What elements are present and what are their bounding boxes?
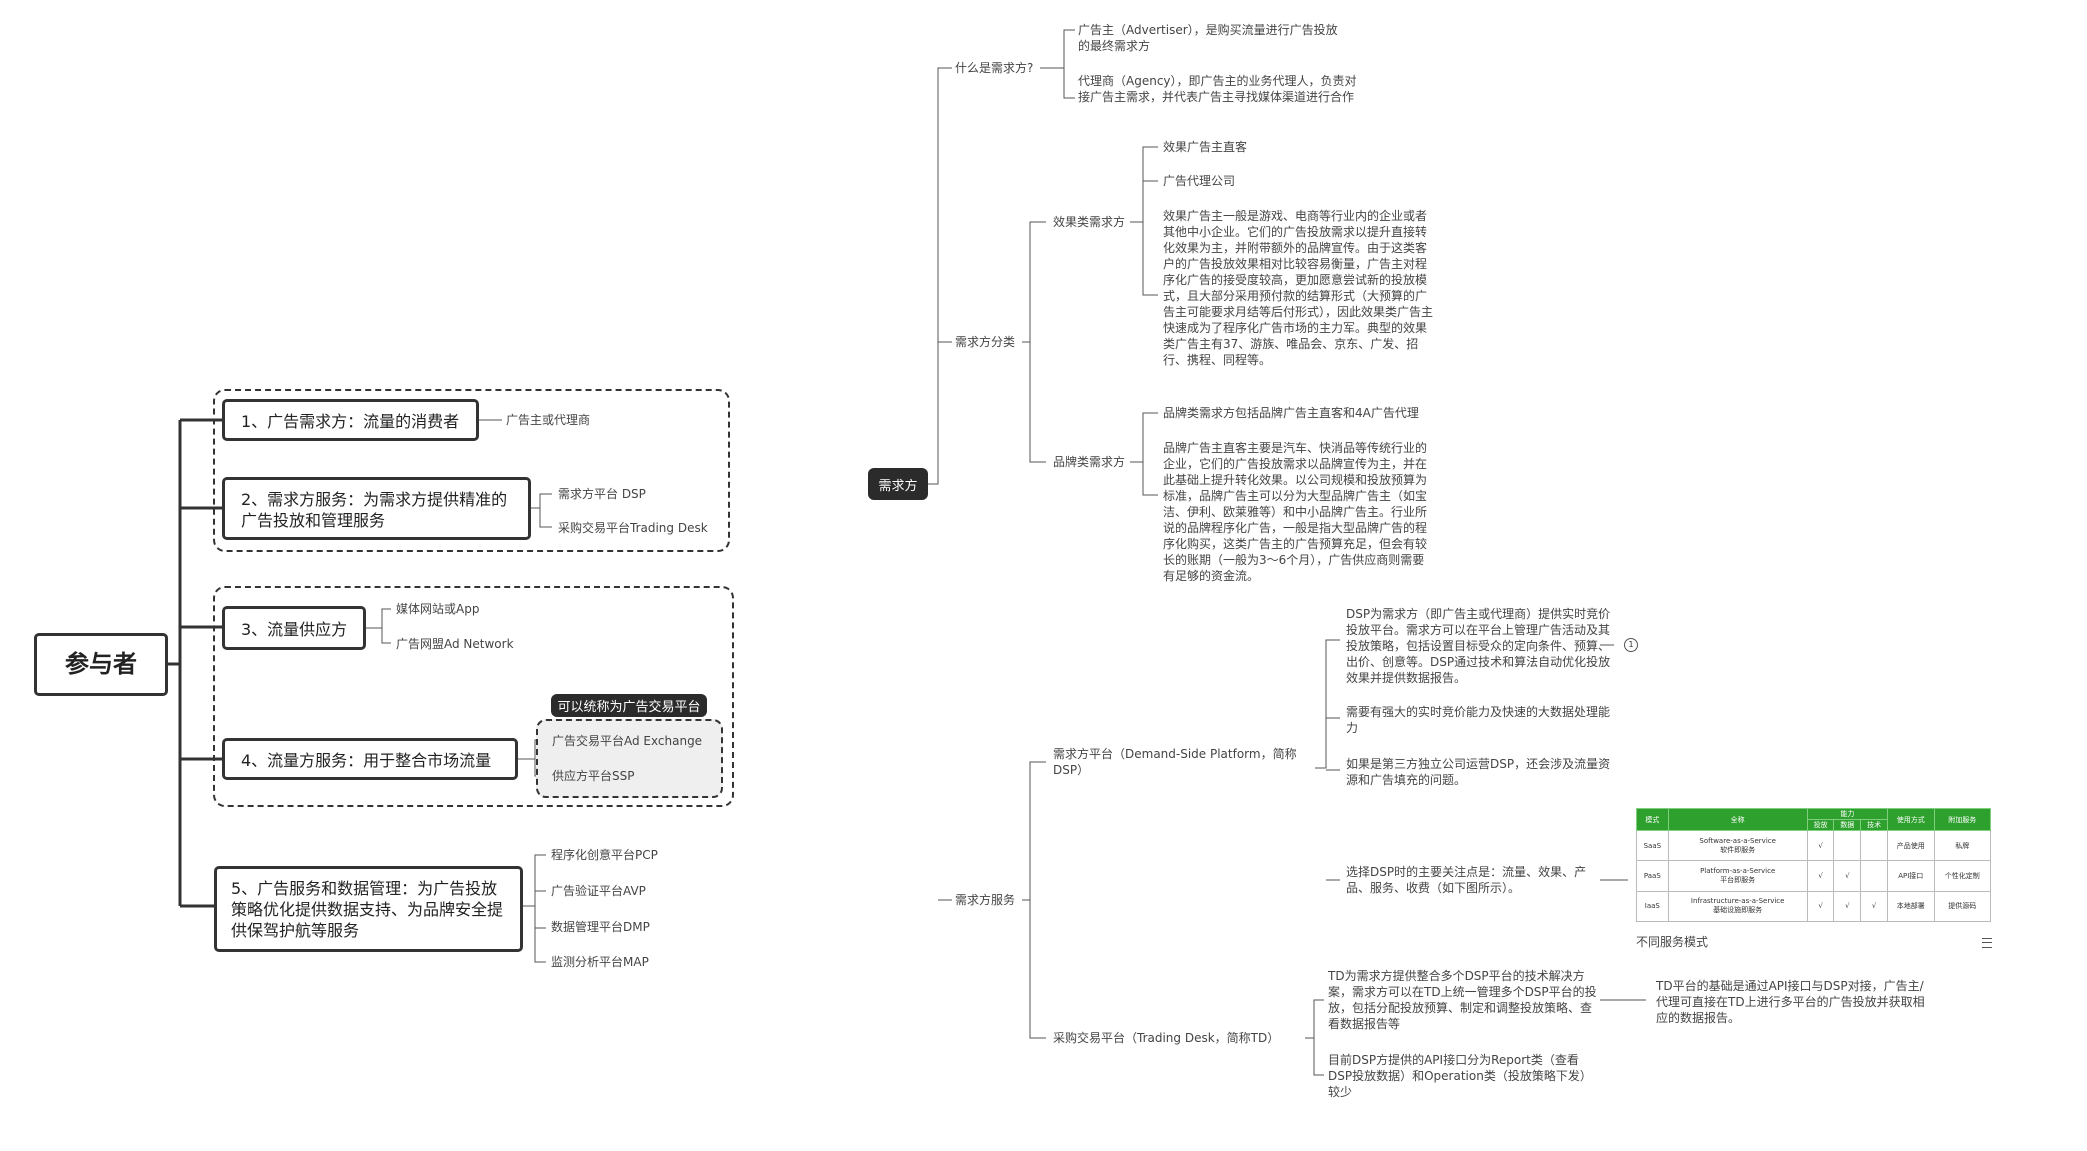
service-mode-table: 模式 全称 能力 使用方式 附加服务 投放 数据 技术 SaaS Softwar…: [1636, 808, 1992, 923]
cell-check: √: [1833, 890, 1862, 923]
group-supply: [213, 586, 734, 807]
node-demand-service[interactable]: 2、需求方服务：为需求方提供精准的广告投放和管理服务: [222, 477, 531, 540]
text-dsp-third-party: 如果是第三方独立公司运营DSP，还会涉及流量资源和广告填充的问题。: [1346, 757, 1611, 787]
text-brand-advertiser-detail: 品牌广告主直客主要是汽车、快消品等传统行业的企业，它们的广告投放需求以品牌宣传为…: [1163, 441, 1428, 583]
node-what-is-demand[interactable]: 什么是需求方?: [955, 61, 1034, 75]
leaf-map[interactable]: 监测分析平台MAP: [551, 955, 649, 969]
cell-full-cn: 基础设施即服务: [1713, 906, 1763, 915]
node-dsp-platform[interactable]: 需求方平台（Demand-Side Platform，简称DSP）: [1053, 747, 1297, 777]
cell-extra: 个性化定制: [1933, 860, 1992, 892]
leaf-ad-exchange[interactable]: 广告交易平台Ad Exchange: [552, 734, 703, 748]
cell-full-cn: 平台即服务: [1720, 875, 1756, 884]
node-demand-service-right[interactable]: 需求方服务: [955, 893, 1016, 907]
leaf-dmp[interactable]: 数据管理平台DMP: [551, 920, 650, 934]
leaf-effect-direct-client: 效果广告主直客: [1163, 140, 1248, 154]
leaf-advertiser-agency[interactable]: 广告主或代理商: [506, 413, 591, 427]
thin-connectors: [366, 29, 1646, 1076]
cell-check: √: [1833, 860, 1862, 892]
cell-check: √: [1806, 890, 1835, 923]
leaf-avp[interactable]: 广告验证平台AVP: [551, 884, 646, 898]
cell-check: [1860, 860, 1889, 892]
root-node-participants[interactable]: 参与者: [34, 633, 168, 696]
text-td-api: 目前DSP方提供的API接口分为Report类（查看DSP投放数据）和Opera…: [1328, 1053, 1592, 1099]
node-effect-demand[interactable]: 效果类需求方: [1053, 215, 1126, 229]
comment-count-badge[interactable]: 1: [1624, 638, 1638, 652]
text-td-basis: TD平台的基础是通过API接口与DSP对接，广告主/代理可直接在TD上进行多平台…: [1656, 979, 1925, 1025]
cell-extra: 提供源码: [1933, 890, 1992, 923]
cell-full-en: Software-as-a-Service: [1699, 836, 1776, 845]
leaf-brand-demand-includes: 品牌类需求方包括品牌广告主直客和4A广告代理: [1163, 406, 1419, 420]
text-effect-advertiser-detail: 效果广告主一般是游戏、电商等行业内的企业或者其他中小企业。它们的广告投放需求以提…: [1163, 209, 1434, 367]
callout-ad-exchange-platform: 可以统称为广告交易平台: [551, 694, 707, 717]
node-supply[interactable]: 3、流量供应方: [222, 606, 366, 650]
cell-check: √: [1806, 860, 1835, 892]
leaf-ad-network[interactable]: 广告网盟Ad Network: [396, 637, 514, 651]
leaf-ssp[interactable]: 供应方平台SSP: [552, 769, 635, 783]
cell-usage: 本地部署: [1887, 890, 1935, 923]
cell-usage: 产品使用: [1887, 829, 1935, 862]
image-caption-service-modes: 不同服务模式: [1636, 935, 1709, 949]
menu-icon[interactable]: [1982, 938, 1992, 948]
leaf-trading-desk[interactable]: 采购交易平台Trading Desk: [558, 521, 708, 535]
text-dsp-selection: 选择DSP时的主要关注点是：流量、效果、产品、服务、收费（如下图所示）。: [1346, 865, 1587, 895]
cell-check: √: [1806, 829, 1835, 862]
node-trading-desk[interactable]: 采购交易平台（Trading Desk，简称TD）: [1053, 1031, 1280, 1045]
root-node-demand-side[interactable]: 需求方: [868, 468, 928, 500]
th-fullname: 全称: [1667, 808, 1808, 831]
text-advertiser-definition: 广告主（Advertiser），是购买流量进行广告投放的最终需求方: [1078, 23, 1338, 53]
cell-mode: IaaS: [1636, 890, 1669, 923]
th-delivery: 投放: [1806, 819, 1835, 831]
cell-check: [1860, 829, 1889, 862]
node-supply-service[interactable]: 4、流量方服务：用于整合市场流量: [222, 738, 518, 780]
cell-full-cn: 软件即服务: [1720, 845, 1756, 854]
left-bold-connectors: [168, 418, 222, 908]
th-capability: 能力: [1806, 808, 1889, 820]
text-dsp-capability: 需要有强大的实时竞价能力及快速的大数据处理能力: [1346, 705, 1611, 735]
text-agency-definition: 代理商（Agency），即广告主的业务代理人，负责对接广告主需求，并代表广告主寻…: [1078, 74, 1357, 104]
leaf-media-app[interactable]: 媒体网站或App: [396, 602, 480, 616]
group-demand: [213, 389, 730, 552]
node-data-management[interactable]: 5、广告服务和数据管理：为广告投放策略优化提供数据支持、为品牌安全提供保驾护航等…: [214, 866, 523, 952]
cell-usage: API接口: [1887, 860, 1935, 892]
leaf-dsp[interactable]: 需求方平台 DSP: [558, 487, 646, 501]
leaf-pcp[interactable]: 程序化创意平台PCP: [551, 848, 658, 862]
cell-extra: 私牌: [1933, 829, 1992, 862]
th-data: 数据: [1833, 819, 1862, 831]
node-ad-demand[interactable]: 1、广告需求方：流量的消费者: [222, 399, 479, 441]
th-extra: 附加服务: [1933, 808, 1992, 831]
cell-mode: PaaS: [1636, 860, 1669, 892]
cell-full-en: Platform-as-a-Service: [1700, 866, 1776, 875]
node-brand-demand[interactable]: 品牌类需求方: [1053, 455, 1126, 469]
node-demand-classification[interactable]: 需求方分类: [955, 335, 1016, 349]
th-tech: 技术: [1860, 819, 1889, 831]
th-mode: 模式: [1636, 808, 1669, 831]
text-td-description: TD为需求方提供整合多个DSP平台的技术解决方案，需求方可以在TD上统一管理多个…: [1328, 969, 1597, 1031]
leaf-ad-agency-company: 广告代理公司: [1163, 174, 1236, 188]
cell-mode: SaaS: [1636, 829, 1669, 862]
cell-check: √: [1860, 890, 1889, 923]
cell-check: [1833, 829, 1862, 862]
cell-full-en: Infrastructure-as-a-Service: [1690, 897, 1785, 906]
text-dsp-description: DSP为需求方（即广告主或代理商）提供实时竞价投放平台。需求方可以在平台上管理广…: [1346, 607, 1611, 685]
group-exchange: [536, 719, 723, 798]
th-usage: 使用方式: [1887, 808, 1935, 831]
